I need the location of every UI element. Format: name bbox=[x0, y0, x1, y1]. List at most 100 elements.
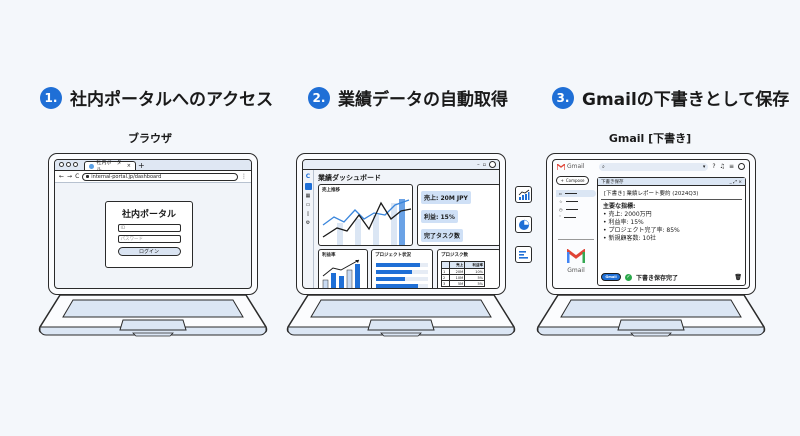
laptop-gmail: Gmail ⌕ ▾ ? ♫ ≡ + Compose ▫ ☆ ◷ bbox=[536, 153, 766, 338]
password-input[interactable]: パスワード bbox=[117, 235, 181, 243]
profit-rate-title: 利益率 bbox=[322, 253, 336, 258]
sidebar-item-inbox[interactable]: ▫ bbox=[556, 190, 596, 197]
step-1-heading: 1. 社内ポータルへのアクセス bbox=[40, 85, 273, 110]
new-tab-button[interactable]: + bbox=[138, 161, 145, 170]
back-button[interactable]: ← bbox=[59, 173, 65, 180]
table-header: 売上 bbox=[448, 261, 466, 269]
menu-button[interactable]: ⋮ bbox=[241, 173, 247, 180]
compose-label: Compose bbox=[565, 178, 585, 183]
gmail-brand: Gmail bbox=[567, 163, 585, 170]
login-title: 社内ポータル bbox=[121, 210, 176, 220]
project-bar bbox=[376, 277, 428, 281]
table-cell: 5% bbox=[464, 280, 485, 287]
draft-window: 下書き保存 _ ⤢ × [下書き] 業績レポート要約 (2024Q3) 主要な指… bbox=[597, 177, 746, 286]
task-table: 売上 利益率 1 20M 10% 2 10M 5% 3 bbox=[441, 261, 485, 287]
gmail-label: Gmail [下書き] bbox=[608, 132, 692, 145]
search-dropdown-icon[interactable]: ▾ bbox=[702, 163, 706, 170]
step-title: Gmailの下書きとして保存 bbox=[582, 90, 790, 110]
search-input[interactable]: ⌕ ▾ bbox=[599, 162, 709, 171]
kpi-completed-tasks: 完了タスク数 bbox=[421, 229, 464, 242]
project-bar bbox=[376, 284, 428, 288]
dashboard-window: – ▫ C ▦ ▭ ▯ ⚙ 業績ダッシュボード 売上推移 bbox=[302, 159, 500, 289]
step-number-badge: 3. bbox=[552, 86, 574, 109]
project-status-title: プロジェクト状況 bbox=[375, 253, 411, 258]
close-dot-icon[interactable] bbox=[59, 162, 64, 167]
url-bar[interactable]: internal-portal.jp/dashboard bbox=[82, 172, 238, 181]
maximize-dot-icon[interactable] bbox=[73, 162, 78, 167]
minimize-dot-icon[interactable] bbox=[66, 162, 71, 167]
send-button[interactable]: Gmail bbox=[601, 273, 621, 281]
clock-icon: ◷ bbox=[559, 207, 563, 212]
reload-button[interactable]: C bbox=[75, 173, 80, 180]
draft-body[interactable]: 主要な指標: • 売上: 2000万円 • 利益率: 15% • プロジェクト完… bbox=[598, 200, 745, 246]
plus-icon: + bbox=[560, 178, 564, 183]
step-title: 社内ポータルへのアクセス bbox=[70, 90, 274, 110]
tab-close-icon[interactable]: × bbox=[126, 163, 131, 169]
compose-button[interactable]: + Compose bbox=[556, 176, 589, 185]
trash-icon[interactable]: 🗑 bbox=[734, 273, 742, 281]
table-header: 利益率 bbox=[464, 261, 485, 269]
id-input[interactable]: ID bbox=[117, 224, 181, 232]
laptop-dashboard: – ▫ C ▦ ▭ ▯ ⚙ 業績ダッシュボード 売上推移 bbox=[286, 153, 516, 338]
forward-button[interactable]: → bbox=[67, 173, 73, 180]
sidebar-item-settings-icon[interactable]: ⚙ bbox=[305, 220, 311, 226]
sidebar-item-document-icon[interactable]: ▯ bbox=[306, 211, 310, 217]
url-text: internal-portal.jp/dashboard bbox=[91, 173, 162, 180]
sidebar-item-starred[interactable]: ☆ bbox=[556, 198, 596, 205]
sidebar-item-dashboard[interactable] bbox=[304, 183, 312, 190]
laptop-lid: – ▫ C ▦ ▭ ▯ ⚙ 業績ダッシュボード 売上推移 bbox=[296, 153, 506, 295]
draft-window-title: 下書き保存 bbox=[601, 179, 624, 185]
step-title: 業績データの自動取得 bbox=[338, 90, 508, 110]
maximize-button[interactable]: ▫ bbox=[482, 161, 486, 168]
project-bar bbox=[376, 263, 428, 267]
bullet-item: • プロジェクト完了率: 85% bbox=[603, 227, 680, 234]
sidebar-item-folder-icon[interactable]: ▭ bbox=[305, 202, 311, 208]
login-button[interactable]: ログイン bbox=[117, 247, 181, 256]
list-report-icon bbox=[515, 246, 532, 263]
minimize-button[interactable]: – bbox=[477, 161, 480, 168]
bell-icon[interactable]: ♫ bbox=[719, 163, 725, 170]
bullet-item: • 新規顧客数: 10社 bbox=[603, 235, 657, 242]
app-logo: C bbox=[305, 173, 311, 180]
step-2-heading: 2. 業績データの自動取得 bbox=[308, 85, 508, 110]
gmail-logo-text: Gmail bbox=[567, 267, 585, 274]
avatar[interactable] bbox=[738, 163, 745, 170]
laptop-lid: 社内ポータル × + ← → C internal-portal.jp/dash… bbox=[48, 153, 258, 295]
kpi-panel: 売上: 20M JPY 利益: 15% 完了タスク数 bbox=[417, 184, 499, 246]
sidebar-item-grid-icon[interactable]: ▦ bbox=[305, 193, 311, 199]
sidebar-item-snoozed[interactable]: ◷ bbox=[556, 206, 596, 213]
tab-portal[interactable]: 社内ポータル × bbox=[84, 160, 136, 173]
login-card: 社内ポータル ID パスワード ログイン bbox=[105, 201, 193, 268]
draft-header: 下書き保存 _ ⤢ × bbox=[598, 178, 745, 186]
dashboard-titlebar: – ▫ bbox=[303, 160, 499, 170]
project-status-panel: プロジェクト状況 bbox=[371, 249, 433, 288]
draft-window-controls[interactable]: _ ⤢ × bbox=[729, 179, 742, 185]
sales-trend-panel: 売上推移 bbox=[318, 184, 413, 246]
window-controls[interactable] bbox=[59, 160, 78, 170]
sidebar-item-more[interactable]: ˅ bbox=[556, 214, 596, 221]
sales-trend-chart bbox=[322, 199, 412, 245]
laptop-base bbox=[536, 293, 766, 338]
tab-title: 社内ポータル bbox=[96, 160, 122, 173]
browser-label: ブラウザ bbox=[128, 132, 172, 145]
step-3-heading: 3. Gmailの下書きとして保存 bbox=[552, 85, 789, 110]
nav-bar: ← → C internal-portal.jp/dashboard ⋮ bbox=[55, 171, 251, 183]
help-icon[interactable]: ? bbox=[712, 163, 716, 170]
step-number-badge: 2. bbox=[308, 86, 330, 109]
bullet-item: • 利益率: 15% bbox=[603, 219, 644, 226]
gmail-m-icon bbox=[557, 163, 565, 170]
search-icon: ⌕ bbox=[602, 163, 605, 170]
gmail-header: Gmail ⌕ ▾ ? ♫ ≡ bbox=[553, 160, 749, 173]
draft-subject[interactable]: [下書き] 業績レポート要約 (2024Q3) bbox=[601, 186, 742, 200]
inbox-icon: ▫ bbox=[559, 191, 562, 196]
check-icon: ✓ bbox=[625, 273, 632, 281]
task-count-panel: プロジスク数 売上 利益率 1 20M 10% 2 10M bbox=[437, 249, 499, 288]
table-cell: 5M bbox=[448, 280, 466, 287]
gmail-sidebar: + Compose ▫ ☆ ◷ ˅ Gmail bbox=[556, 176, 596, 288]
browser-window: 社内ポータル × + ← → C internal-portal.jp/dash… bbox=[54, 159, 252, 289]
profile-avatar[interactable] bbox=[489, 161, 496, 168]
gmail-window: Gmail ⌕ ▾ ? ♫ ≡ + Compose ▫ ☆ ◷ bbox=[552, 159, 750, 289]
bullet-item: • 売上: 2000万円 bbox=[603, 211, 652, 218]
table-cell: 3 bbox=[441, 280, 450, 287]
apps-icon[interactable]: ≡ bbox=[728, 163, 734, 170]
